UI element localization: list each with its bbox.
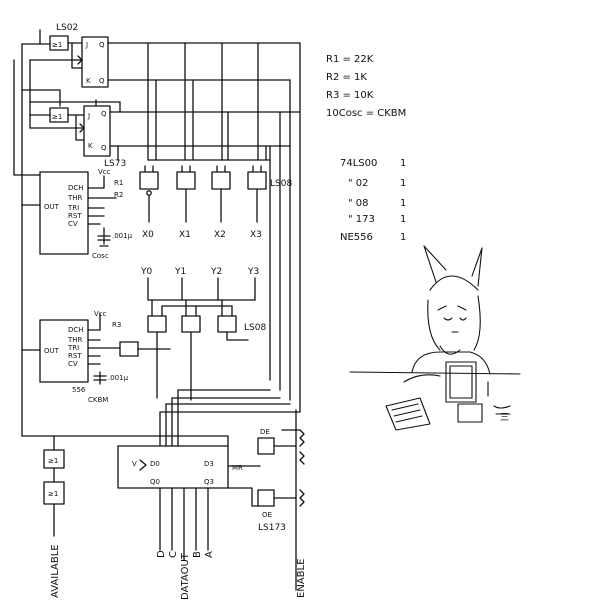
x-label-3: X3 (250, 230, 262, 240)
buffer-oe (257, 489, 305, 507)
label-a: A (204, 551, 215, 558)
label-b: B (192, 551, 203, 558)
or-gate-2-symbol: ≥1 (52, 113, 62, 121)
available-buffer-1 (43, 435, 65, 483)
label-d: D (156, 550, 167, 558)
reg-pin-d3: D3 (204, 460, 214, 468)
y-label-0: Y0 (140, 267, 152, 277)
reg-pin-v: V (132, 460, 137, 468)
chip-label-ls173: LS173 (258, 523, 286, 533)
label-enable: ENABLE (296, 559, 307, 598)
x-gate-2 (211, 165, 231, 223)
timer2-pin-thr: THR (67, 336, 83, 344)
bom-part-0: 74LS00 (340, 158, 377, 169)
ff1-qbar: Q (99, 77, 105, 85)
ff1-k: K (86, 77, 91, 85)
timer2-part: 556 (72, 386, 86, 394)
y-label-2: Y2 (210, 267, 222, 277)
label-dataout: DATAOUT (180, 552, 191, 600)
x-label-2: X2 (214, 230, 226, 240)
y-label-1: Y1 (174, 267, 186, 277)
timer1-pin-cv: CV (68, 220, 78, 228)
note-r1: R1 = 22K (326, 54, 374, 65)
flip-flop-bottom (29, 99, 301, 161)
ff2-q: Q (101, 110, 107, 118)
timer1-vcc: Vcc (98, 168, 111, 176)
timer-clock (21, 313, 171, 385)
ff2-k: K (88, 142, 93, 150)
x-gate-3 (247, 165, 267, 223)
reg-pin-de: DE (260, 428, 270, 436)
doodle-signature: 三 (500, 413, 509, 423)
ff1-j: J (85, 41, 88, 49)
reg-pin-d0: D0 (150, 460, 160, 468)
timer2-cap: .001μ (108, 374, 129, 382)
bom-part-4: NE556 (340, 232, 373, 243)
note-r3: R3 = 10K (326, 90, 374, 101)
reg-pin-q0: Q0 (150, 478, 160, 486)
x-label-1: X1 (179, 230, 191, 240)
x-gate-1 (176, 165, 196, 223)
bom-qty-4: 1 (400, 232, 406, 243)
register-ls173 (21, 389, 301, 507)
chip-label-ls73: LS73 (104, 159, 126, 169)
buffer-de (257, 429, 305, 455)
timer1-pin-rst: RST (68, 212, 82, 220)
bom-part-2: " 08 (348, 198, 369, 209)
available-buffer-2 (43, 481, 65, 537)
bom-qty-0: 1 (400, 158, 406, 169)
y-gate-0 (147, 299, 167, 333)
bom-qty-1: 1 (400, 178, 406, 189)
y-gate-2 (217, 299, 237, 333)
or-gate-1-symbol: ≥1 (52, 41, 62, 49)
ff2-qbar: Q (101, 144, 107, 152)
timer1-pin-dch: DCH (68, 184, 84, 192)
chip-label-ls08: LS08 (244, 323, 266, 333)
timer1-pin-thr: THR (67, 194, 83, 202)
chip-label-ls00: LS08 (270, 179, 292, 189)
ff1-q: Q (99, 41, 105, 49)
timer1-r2: R2 (114, 191, 123, 199)
y-gate-1 (181, 299, 201, 333)
reg-pin-mr: MR (232, 464, 243, 472)
timer2-out: OUT (44, 347, 60, 355)
chip-label-ls02: LS02 (56, 23, 78, 33)
timer1-label: Cosc (92, 252, 109, 260)
timer-oscillator (21, 171, 117, 255)
x-gate-0 (139, 165, 159, 223)
available-gate-2-symbol: ≥1 (48, 490, 58, 498)
timer1-cap: .001μ (112, 232, 133, 240)
reg-pin-q3: Q3 (204, 478, 214, 486)
bom-part-3: " 173 (348, 214, 375, 225)
y-label-3: Y3 (247, 267, 259, 277)
bom-qty-2: 1 (400, 198, 406, 209)
available-gate-1-symbol: ≥1 (48, 457, 58, 465)
x-label-0: X0 (142, 230, 154, 240)
timer1-pin-tri: TRI (67, 204, 79, 212)
timer1-r1: R1 (114, 179, 123, 187)
reg-pin-oe: OE (262, 511, 272, 519)
label-c: C (168, 551, 179, 558)
ff2-j: J (87, 112, 90, 120)
note-ckbm: 10Cosc = CKBM (326, 108, 406, 119)
flip-flop-top (21, 29, 301, 88)
bom-qty-3: 1 (400, 214, 406, 225)
timer2-vcc: Vcc (94, 310, 107, 318)
timer2-pin-cv: CV (68, 360, 78, 368)
timer2-r3: R3 (112, 321, 121, 329)
timer1-out: OUT (44, 203, 60, 211)
character-doodle (349, 245, 521, 431)
timer2-label: CKBM (88, 396, 108, 404)
timer2-pin-rst: RST (68, 352, 82, 360)
timer2-pin-tri: TRI (67, 344, 79, 352)
label-available: AVAILABLE (50, 544, 61, 598)
note-r2: R2 = 1K (326, 72, 367, 83)
timer2-pin-dch: DCH (68, 326, 84, 334)
bom-part-1: " 02 (348, 178, 369, 189)
